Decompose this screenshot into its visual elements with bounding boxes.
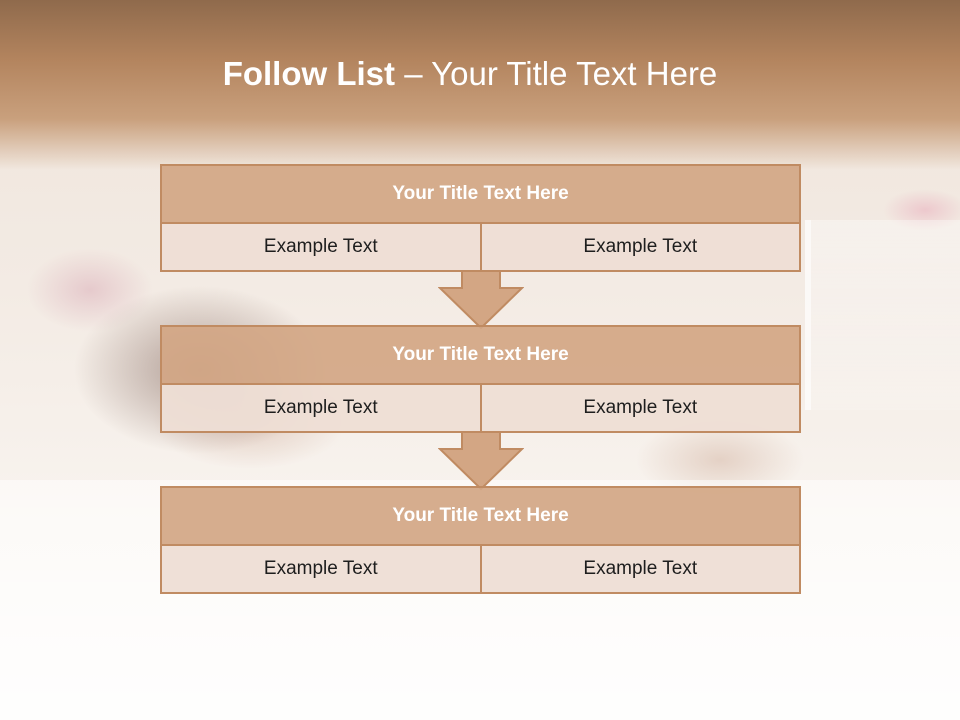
down-arrow-icon [438, 431, 524, 491]
step-2-left-text: Example Text [263, 397, 378, 418]
step-2-right-text: Example Text [479, 385, 800, 431]
down-arrow-icon [438, 270, 524, 330]
step-box-1: Your Title Text Here Example Text Exampl… [160, 164, 801, 272]
step-row-1: Example Text Example Text [162, 224, 799, 270]
title-band [0, 0, 960, 170]
step-box-2: Your Title Text Here Example Text Exampl… [160, 325, 801, 433]
step-3-right-text: Example Text [479, 546, 800, 592]
step-title-2: Your Title Text Here [162, 327, 799, 385]
background-shelf [805, 220, 960, 410]
step-title-1: Your Title Text Here [162, 166, 799, 224]
step-title-3: Your Title Text Here [162, 488, 799, 546]
step-row-3: Example Text Example Text [162, 546, 799, 592]
step-box-3: Your Title Text Here Example Text Exampl… [160, 486, 801, 594]
step-1-right-text: Example Text [479, 224, 800, 270]
step-1-left-text: Example Text [263, 236, 378, 257]
step-row-2: Example Text Example Text [162, 385, 799, 431]
step-3-left-text: Example Text [263, 558, 378, 579]
slide-title: Follow List – Your Title Text Here [0, 55, 940, 93]
slide-title-bold: Follow List [222, 55, 396, 92]
slide-title-rest: – Your Title Text Here [404, 55, 718, 92]
